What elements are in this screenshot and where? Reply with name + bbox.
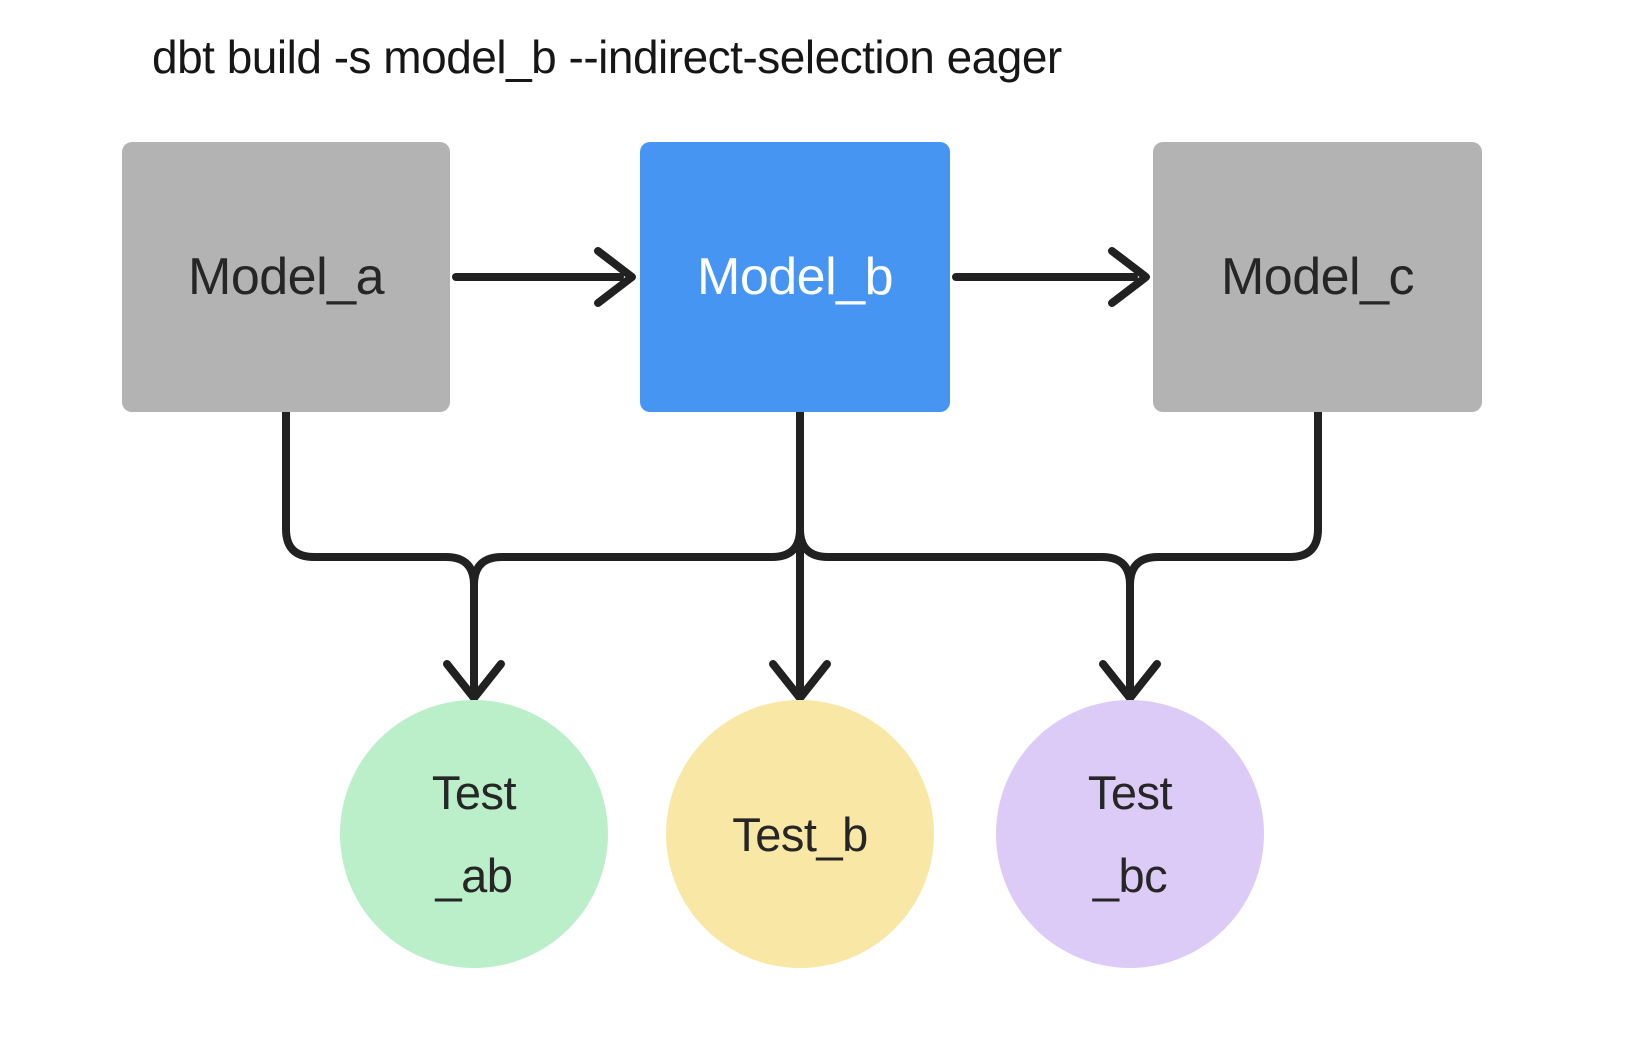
command-title: dbt build -s model_b --indirect-selectio… bbox=[152, 31, 1062, 83]
node-test-bc-label-line1: Test bbox=[1087, 766, 1173, 819]
node-model-a: Model_a bbox=[122, 142, 450, 412]
node-model-b: Model_b bbox=[640, 142, 950, 412]
arrowhead-down-icon bbox=[769, 660, 831, 702]
edge-model-b-to-test-ab bbox=[470, 408, 804, 696]
edge-model-b-to-test-bc bbox=[796, 408, 1134, 696]
node-test-b: Test_b bbox=[666, 700, 934, 968]
arrowhead-down-icon bbox=[1099, 660, 1161, 702]
node-test-bc: Test _bc bbox=[996, 700, 1264, 968]
node-model-b-label: Model_b bbox=[697, 248, 893, 306]
edge-model-a-to-test-ab bbox=[282, 408, 478, 696]
node-test-bc-label-line2: _bc bbox=[1092, 849, 1168, 902]
node-test-ab-label-line2: _ab bbox=[435, 849, 513, 902]
edge-model-c-to-test-bc bbox=[1126, 408, 1322, 696]
node-test-ab-label-line1: Test bbox=[431, 766, 517, 819]
node-model-c-label: Model_c bbox=[1220, 248, 1415, 306]
node-model-c: Model_c bbox=[1153, 142, 1482, 412]
node-test-ab: Test _ab bbox=[340, 700, 608, 968]
node-test-b-label-line1: Test_b bbox=[732, 807, 868, 861]
arrowhead-down-icon bbox=[443, 660, 505, 702]
node-model-a-label: Model_a bbox=[188, 248, 384, 306]
arrowhead-right-icon bbox=[1108, 247, 1150, 307]
arrowhead-right-icon bbox=[594, 247, 636, 307]
